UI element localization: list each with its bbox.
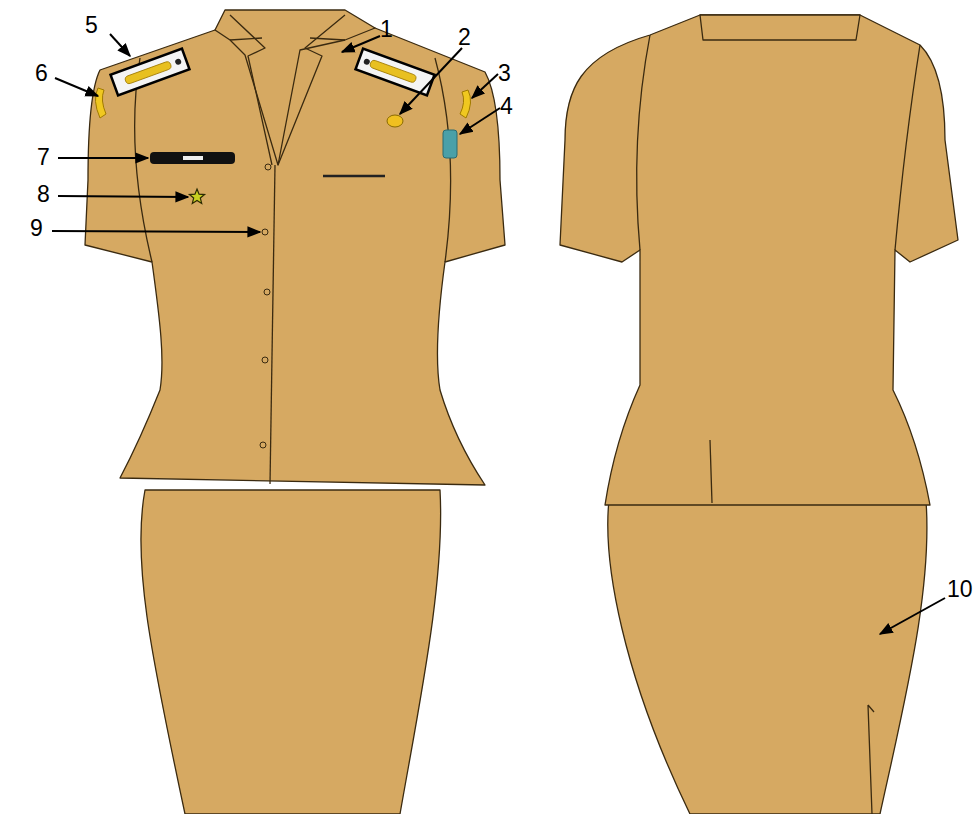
front-jacket (85, 28, 505, 485)
korpri-badge (387, 115, 403, 127)
jacket-vent (710, 440, 712, 503)
callout-number: 3 (498, 62, 511, 85)
back-skirt (608, 490, 927, 814)
left-lapel (230, 15, 272, 165)
leader-line (58, 157, 148, 159)
leader-line (58, 196, 188, 197)
leader-line (52, 231, 260, 232)
back-collar (700, 15, 860, 40)
name-plate (150, 152, 235, 164)
front-collar (215, 10, 375, 165)
button (265, 164, 271, 170)
callout-number: 10 (947, 578, 973, 601)
callout-number: 2 (458, 26, 471, 49)
leader-line (400, 48, 462, 114)
leader-line (342, 36, 380, 52)
left-sleeve-badge (95, 88, 106, 118)
back-jacket (560, 15, 958, 505)
button (264, 289, 270, 295)
collar-fold (230, 38, 345, 40)
name-plate-mark (183, 156, 203, 160)
leader-line (55, 78, 98, 96)
callout-number: 9 (30, 217, 43, 240)
callout-number: 4 (500, 95, 513, 118)
callout-number: 1 (380, 18, 393, 41)
front-skirt (141, 490, 441, 814)
pin-badge (189, 189, 204, 203)
emblem-patch (443, 130, 457, 158)
right-sleeve-seam (435, 58, 451, 262)
button (262, 357, 268, 363)
leader-line (472, 74, 498, 98)
right-sleeve-badge (460, 90, 471, 118)
leader-line (880, 598, 945, 634)
front-opening (270, 165, 275, 484)
callout-number: 7 (37, 146, 50, 169)
callout-number: 6 (35, 62, 48, 85)
back-right-sleeve-seam (895, 45, 920, 250)
back-left-sleeve-seam (637, 35, 650, 250)
button (260, 442, 266, 448)
leader-line (110, 34, 130, 56)
button (262, 229, 268, 235)
epaulette (356, 49, 435, 96)
skirt-vent (868, 705, 874, 814)
epaulette (111, 49, 190, 96)
callout-number: 5 (85, 14, 98, 37)
pocket-line (323, 175, 385, 178)
callout-number: 8 (37, 183, 50, 206)
leader-line (460, 108, 500, 134)
